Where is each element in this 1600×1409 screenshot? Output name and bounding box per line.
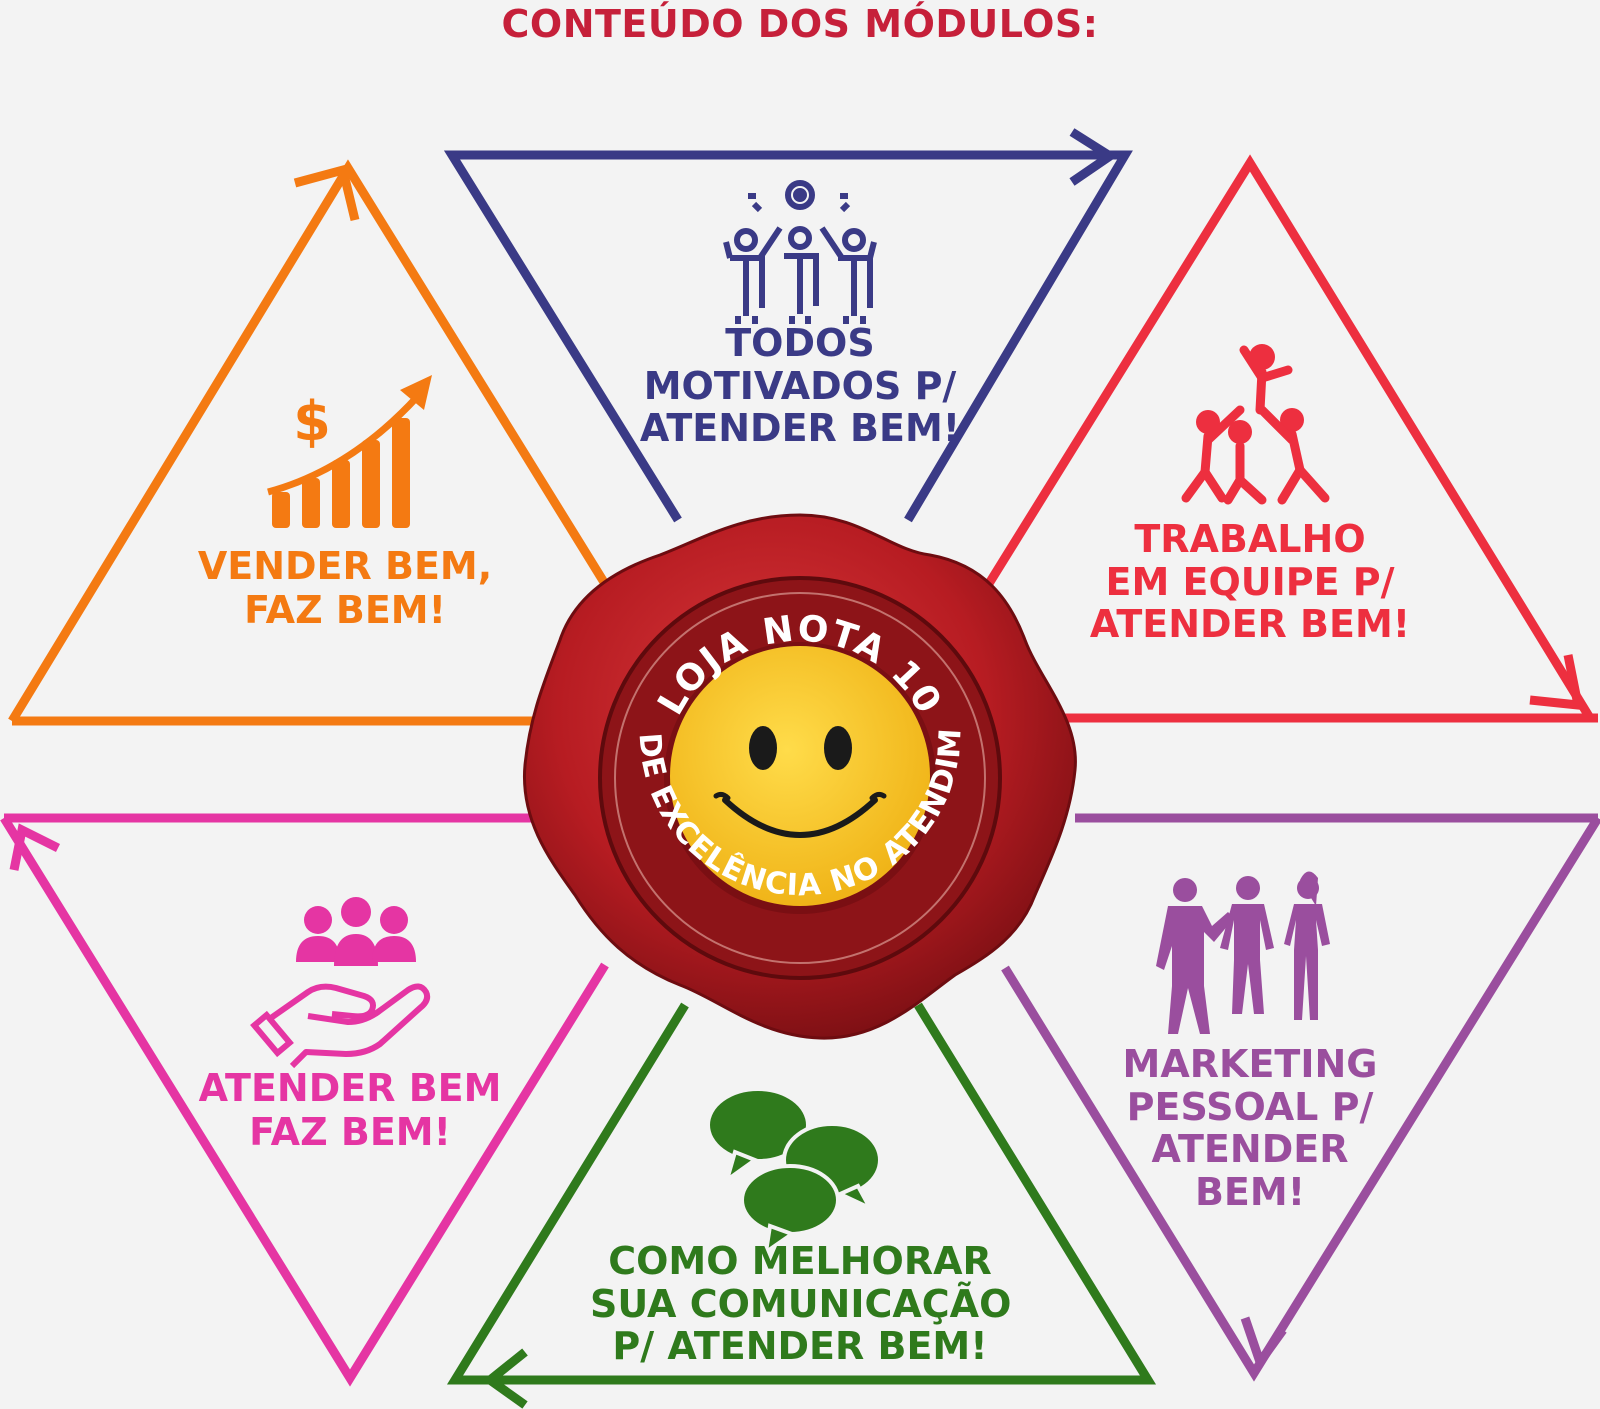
magenta-arrow-icon — [9, 823, 61, 871]
speech-bubbles-icon — [706, 1087, 882, 1257]
triangle-green — [446, 1002, 1157, 1409]
module-label-magenta: ATENDER BEM FAZ BEM! — [190, 1066, 510, 1154]
magenta-line-2: FAZ BEM! — [249, 1109, 451, 1154]
triangle-purple — [1001, 813, 1600, 1382]
purple-line-4: BEM! — [1194, 1169, 1306, 1214]
diagram-title: CONTEÚDO DOS MÓDULOS: — [501, 2, 1099, 46]
red-line-2: EM EQUIPE P/ — [1105, 559, 1395, 604]
green-line-3: P/ ATENDER BEM! — [612, 1324, 988, 1369]
triangle-orange — [8, 159, 619, 726]
navy-arrow-icon — [1069, 128, 1119, 186]
purple-arrow-icon — [1240, 1316, 1287, 1372]
svg-text:$: $ — [293, 390, 331, 453]
red-line-3: ATENDER BEM! — [1089, 602, 1411, 647]
team-celebration-icon — [723, 180, 877, 324]
green-line-1: COMO MELHORAR — [608, 1239, 992, 1283]
navy-line-1: TODOS — [725, 321, 875, 365]
orange-line-2: FAZ BEM! — [244, 587, 446, 632]
teamwork-pyramid-icon — [1181, 344, 1330, 505]
smiley-face-icon — [670, 646, 930, 906]
purple-line-1: MARKETING — [1122, 1042, 1378, 1086]
purple-line-3: ATENDER — [1151, 1127, 1349, 1172]
green-arrow-icon — [482, 1348, 528, 1409]
purple-line-2: PESSOAL P/ — [1126, 1084, 1374, 1129]
module-label-orange: VENDER BEM, FAZ BEM! — [190, 544, 500, 632]
navy-line-3: ATENDER BEM! — [639, 406, 961, 451]
triangle-magenta — [0, 813, 609, 1387]
orange-line-1: VENDER BEM, — [197, 544, 493, 588]
navy-line-2: MOTIVADOS P/ — [643, 363, 957, 408]
magenta-line-1: ATENDER BEM — [198, 1066, 502, 1110]
module-label-navy: TODOS MOTIVADOS P/ ATENDER BEM! — [615, 322, 985, 450]
triangle-navy — [443, 128, 1133, 523]
orange-arrow-icon — [293, 164, 360, 222]
red-line-1: TRABALHO — [1134, 517, 1366, 561]
module-label-red: TRABALHO EM EQUIPE P/ ATENDER BEM! — [1085, 518, 1415, 646]
business-people-icon — [1156, 871, 1330, 1034]
green-line-2: SUA COMUNICAÇÃO — [590, 1281, 1012, 1326]
sales-growth-icon: $ — [267, 375, 432, 528]
module-label-purple: MARKETING PESSOAL P/ ATENDER BEM! — [1110, 1043, 1390, 1213]
triangle-red — [981, 154, 1598, 723]
module-label-green: COMO MELHORAR SUA COMUNICAÇÃO P/ ATENDER… — [590, 1239, 1012, 1369]
red-arrow-icon — [1529, 654, 1584, 711]
customer-care-hand-icon — [250, 897, 431, 1069]
